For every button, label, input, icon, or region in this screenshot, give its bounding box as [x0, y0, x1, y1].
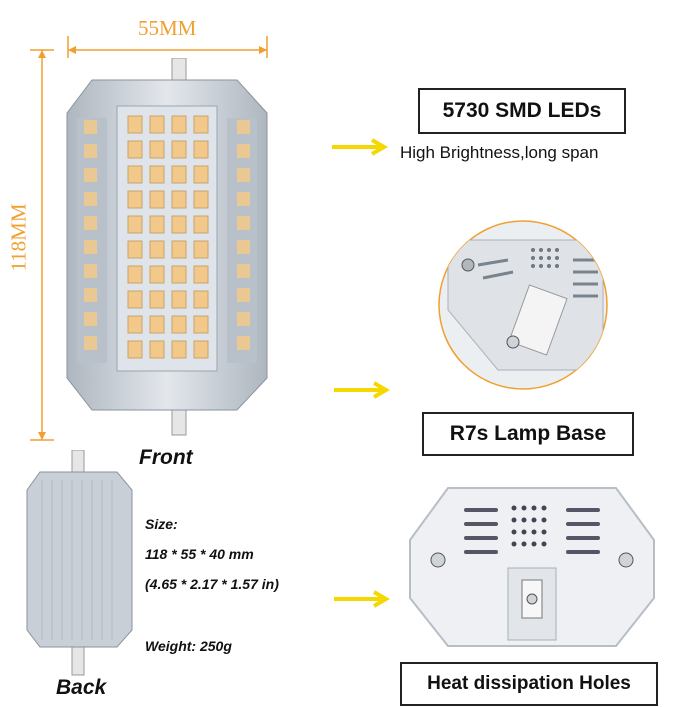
led-chip [149, 265, 165, 284]
led-chip [84, 216, 97, 230]
led-chip [193, 190, 209, 209]
led-chip [149, 140, 165, 159]
led-chip [149, 115, 165, 134]
led-grid [84, 115, 250, 359]
led-chip [237, 288, 250, 302]
back-lamp-image [26, 450, 133, 676]
led-chip [171, 190, 187, 209]
led-chip [84, 264, 97, 278]
feature-subtitle-leds: High Brightness,long span [400, 143, 599, 162]
led-chip [193, 240, 209, 259]
height-dimension-label: 118MM [6, 203, 31, 272]
led-chip [84, 312, 97, 326]
led-chip [84, 144, 97, 158]
feature-title-heat: Heat dissipation Holes [400, 662, 658, 706]
led-chip [193, 115, 209, 134]
led-chip [237, 264, 250, 278]
led-chip [149, 190, 165, 209]
arrow-icon [332, 138, 388, 156]
led-chip [84, 120, 97, 134]
led-chip [171, 315, 187, 334]
led-chip [149, 165, 165, 184]
led-chip [171, 215, 187, 234]
led-chip [237, 216, 250, 230]
arrow-icon [334, 381, 390, 399]
led-chip [84, 336, 97, 350]
led-chip [193, 140, 209, 159]
led-chip [171, 165, 187, 184]
led-chip [193, 165, 209, 184]
led-chip [193, 315, 209, 334]
led-chip [193, 215, 209, 234]
led-chip [171, 140, 187, 159]
size-mm: 118 * 55 * 40 mm [145, 546, 254, 562]
led-chip [127, 190, 143, 209]
led-chip [149, 240, 165, 259]
back-caption: Back [56, 676, 107, 699]
led-chip [127, 265, 143, 284]
led-chip [84, 192, 97, 206]
arrow-icon [334, 590, 390, 608]
feature-title-base: R7s Lamp Base [422, 412, 634, 456]
led-chip [193, 265, 209, 284]
led-chip [237, 168, 250, 182]
led-chip [149, 340, 165, 359]
led-chip [237, 336, 250, 350]
led-chip [193, 340, 209, 359]
led-chip [171, 340, 187, 359]
led-chip [237, 144, 250, 158]
led-chip [127, 315, 143, 334]
led-chip [84, 240, 97, 254]
led-chip [127, 165, 143, 184]
front-caption: Front [139, 446, 193, 469]
led-chip [149, 290, 165, 309]
led-chip [84, 168, 97, 182]
led-chip [127, 115, 143, 134]
led-chip [237, 120, 250, 134]
led-chip [171, 265, 187, 284]
lamp-base-closeup-image [438, 220, 608, 390]
led-chip [171, 240, 187, 259]
led-chip [127, 340, 143, 359]
height-dimension-line [30, 49, 54, 441]
led-chip [127, 290, 143, 309]
size-label: Size: [145, 516, 178, 532]
heat-dissipation-image [409, 487, 655, 647]
led-chip [127, 240, 143, 259]
led-chip [237, 312, 250, 326]
led-chip [84, 288, 97, 302]
feature-title-leds: 5730 SMD LEDs [418, 88, 626, 134]
width-dimension-label: 55MM [138, 16, 197, 40]
width-dimension-line [67, 36, 268, 58]
led-chip [171, 115, 187, 134]
weight-label: Weight: 250g [145, 638, 232, 654]
size-in: (4.65 * 2.17 * 1.57 in) [145, 576, 279, 592]
led-chip [149, 215, 165, 234]
led-chip [149, 315, 165, 334]
led-chip [171, 290, 187, 309]
led-chip [127, 215, 143, 234]
led-chip [127, 140, 143, 159]
led-chip [237, 192, 250, 206]
front-lamp-image [66, 58, 268, 436]
led-chip [193, 290, 209, 309]
led-chip [237, 240, 250, 254]
